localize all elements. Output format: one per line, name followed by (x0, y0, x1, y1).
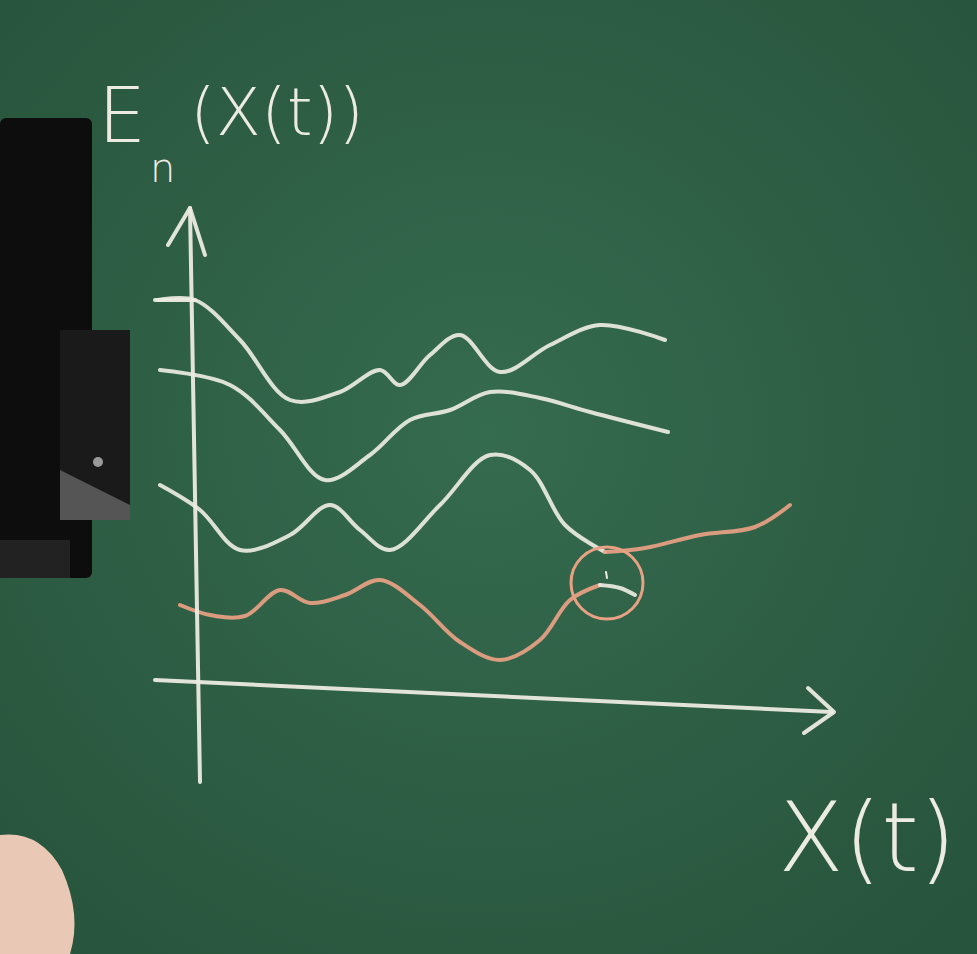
axis-line (168, 208, 205, 255)
axis-line (155, 298, 195, 302)
crossing-circle (571, 547, 643, 619)
chalk-mark (606, 572, 607, 578)
axis-label: E (98, 78, 146, 154)
axis-label: (X(t)) (190, 80, 364, 146)
energy-curve (180, 580, 600, 660)
energy-curve (605, 505, 790, 552)
energy-curve (160, 370, 668, 480)
camera-device (0, 118, 130, 578)
axis-line (155, 680, 832, 712)
axis-line (190, 208, 200, 782)
energy-curve (600, 585, 635, 595)
energy-curve (160, 454, 605, 552)
axis-line (804, 688, 834, 733)
axis-subscript: n (150, 148, 175, 188)
hand (0, 834, 75, 954)
axis-label: X(t) (778, 790, 956, 886)
